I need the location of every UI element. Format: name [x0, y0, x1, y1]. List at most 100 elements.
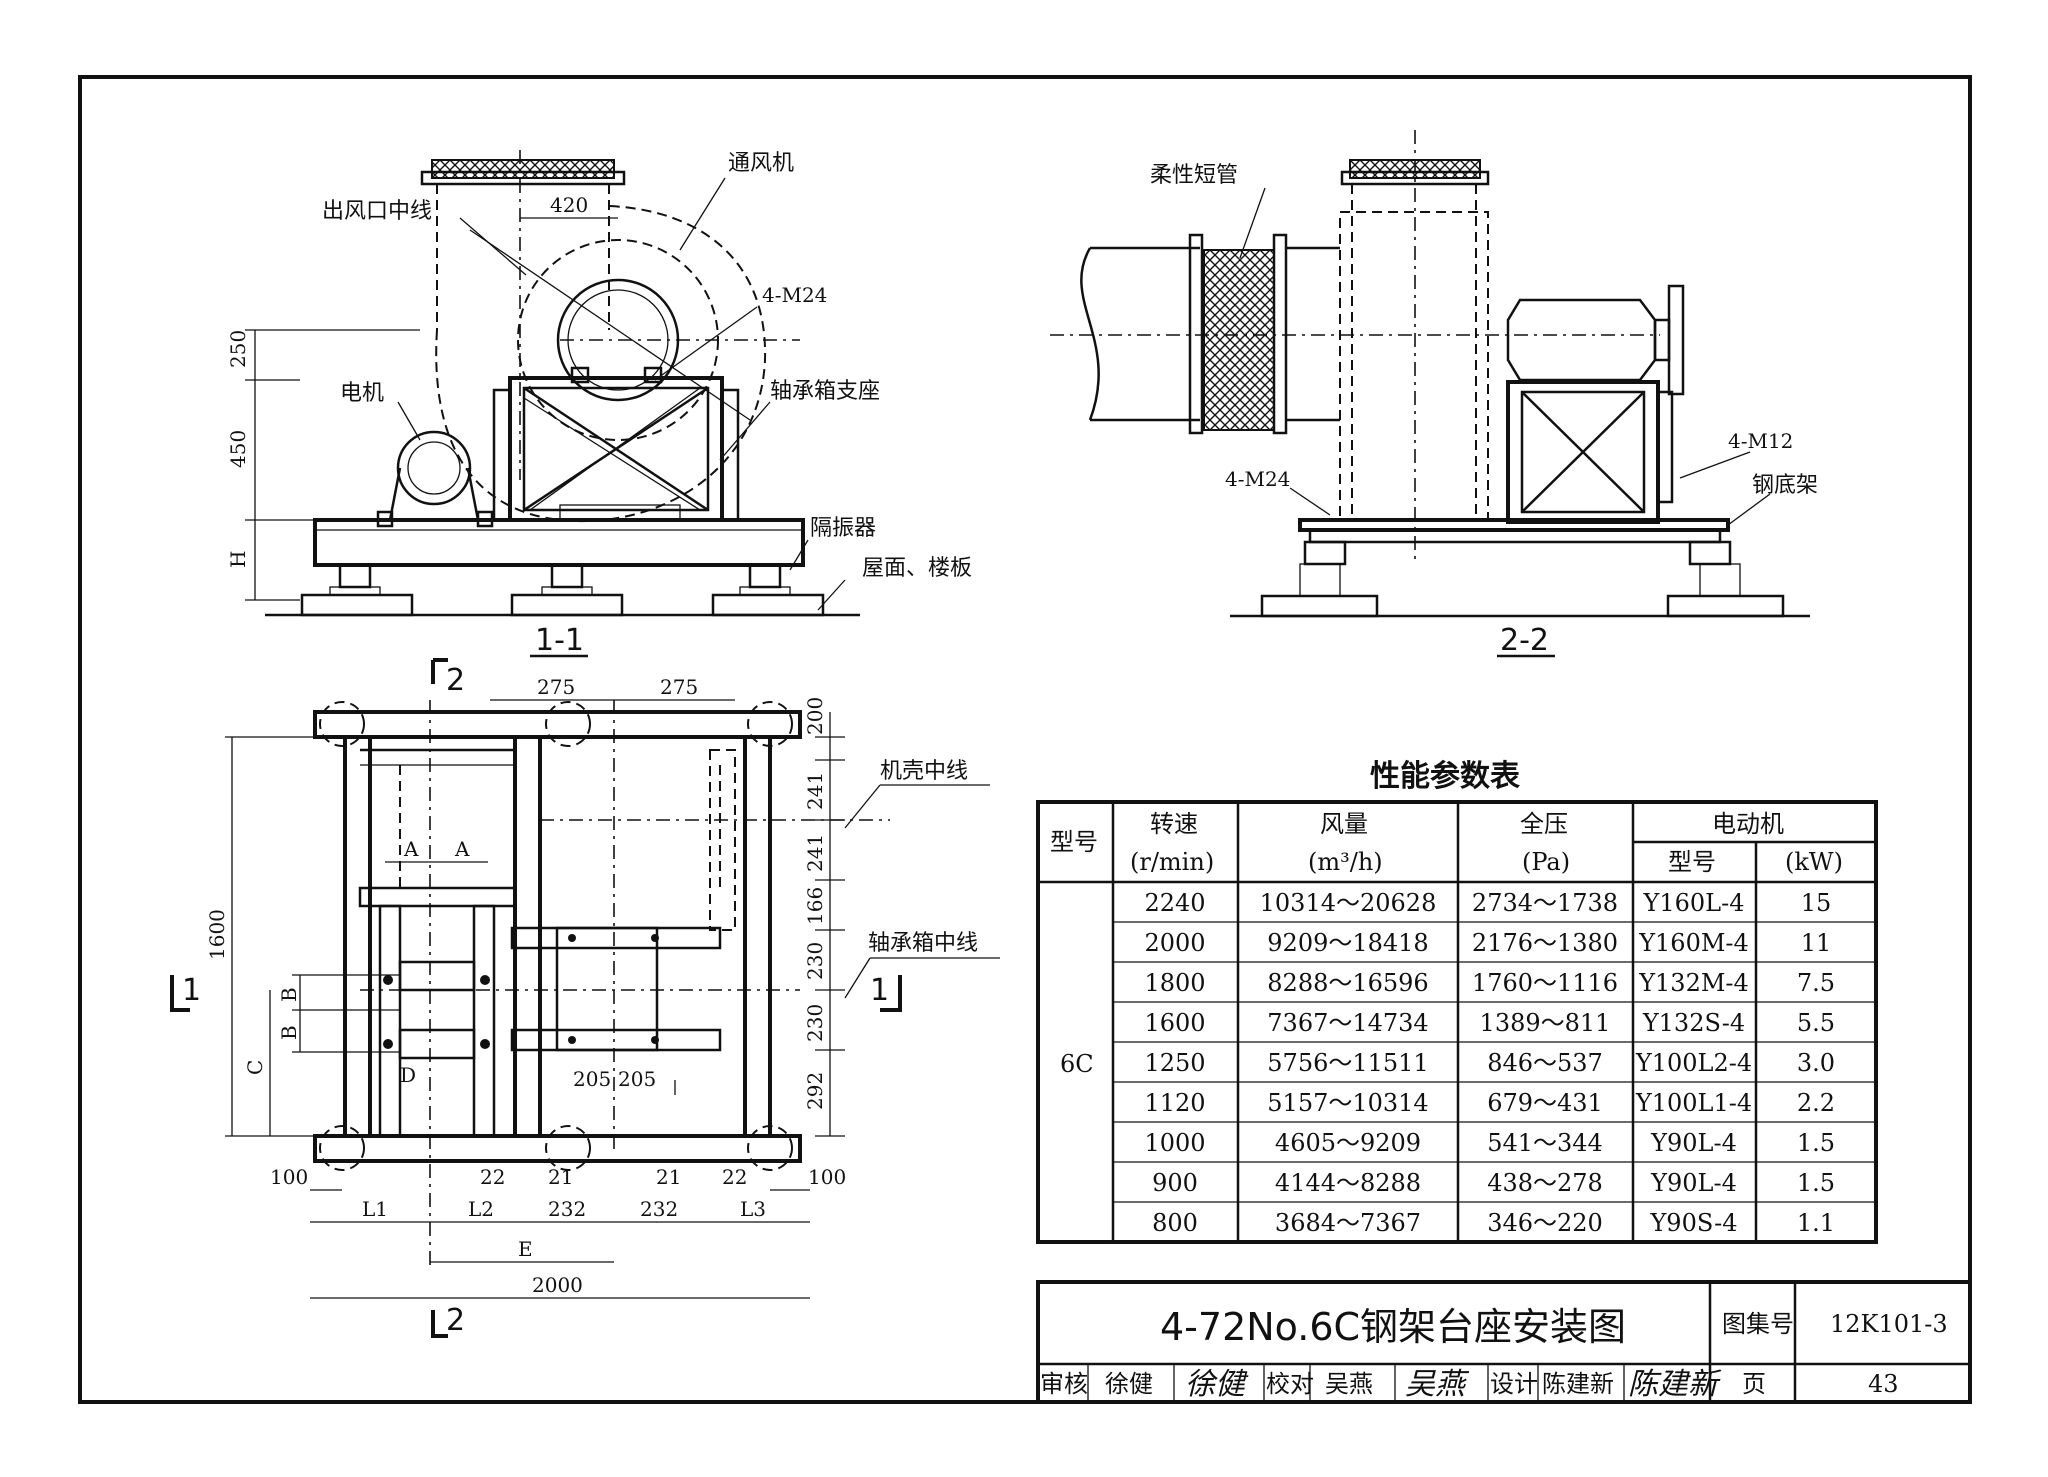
label-m12: 4-M12: [1728, 429, 1793, 453]
th-speed: 转速: [1150, 810, 1198, 838]
th-motor-power: (kW): [1785, 848, 1843, 876]
table-cell-kw: 15: [1801, 889, 1832, 917]
table-cell-kw: 11: [1801, 929, 1832, 957]
dim-241-a: 241: [803, 772, 827, 810]
dim-275-a: 275: [537, 675, 575, 699]
dim-21-a: 21: [548, 1165, 573, 1189]
table-cell-motor: Y90L-4: [1650, 1129, 1737, 1157]
table-cell-kw: 1.5: [1797, 1129, 1835, 1157]
table-cell-motor: Y90L-4: [1650, 1169, 1737, 1197]
dim-L3: L3: [740, 1197, 766, 1221]
check-label: 校对: [1266, 1370, 1314, 1398]
table-cell-motor: Y160M-4: [1638, 929, 1749, 957]
table-cell-flow: 8288～16596: [1267, 969, 1428, 997]
title-block: 4-72No.6C钢架台座安装图 图集号 12K101-3 审核 徐健 徐健 校…: [1036, 1280, 1972, 1404]
motor-2-2: [1506, 298, 1657, 382]
page-label: 页: [1742, 1370, 1766, 1398]
dim-100-a: 100: [270, 1165, 308, 1189]
dim-275-b: 275: [660, 675, 698, 699]
dim-205-a: 205: [573, 1067, 611, 1091]
isolators-1-1: [300, 563, 825, 617]
dim-E: E: [518, 1237, 533, 1261]
table-cell-kw: 1.5: [1797, 1169, 1835, 1197]
label-fan: 通风机: [728, 151, 794, 176]
design-label: 设计: [1490, 1370, 1538, 1398]
label-m24-a: 4-M24: [762, 283, 827, 307]
cut-2-bottom: 2: [446, 1303, 465, 1338]
th-flow: 风量: [1320, 810, 1368, 838]
cut-1-left: 1: [182, 973, 201, 1008]
label-roof-floor: 屋面、楼板: [862, 556, 972, 581]
label-steel-base: 钢底架: [1752, 473, 1818, 498]
plan-bottom-beam: [313, 1134, 802, 1163]
plan-view: 275 275 200 241 241 166 230 230 292 1600…: [170, 658, 1000, 1338]
dim-D: D: [400, 1063, 416, 1087]
table-cell-motor: Y100L1-4: [1635, 1089, 1752, 1117]
sheet-border: [78, 75, 1972, 1404]
flexible-duct: [1203, 249, 1275, 431]
dim-100-b: 100: [808, 1165, 846, 1189]
table-cell-flow: 4605～9209: [1275, 1129, 1421, 1157]
designer-name: 陈建新: [1542, 1370, 1614, 1398]
table-cell-motor: Y100L2-4: [1635, 1049, 1752, 1077]
dim-A2: A: [454, 837, 470, 861]
isolator-positions: [319, 701, 793, 1171]
view-1-1: 通风机 出风口中线 4-M24 电机 轴承箱支座 隔振器 屋面、楼板 420 2…: [226, 150, 972, 658]
section-label-2-2: 2-2: [1500, 623, 1549, 658]
dim-230-b: 230: [803, 1004, 827, 1042]
review-label: 审核: [1040, 1370, 1088, 1398]
table-cell-kw: 5.5: [1797, 1009, 1835, 1037]
table-cell-pressure: 846～537: [1487, 1049, 1603, 1077]
atlas-number: 12K101-3: [1830, 1310, 1948, 1338]
table-cell-flow: 3684～7367: [1275, 1209, 1421, 1237]
designer-signature: 陈建新: [1628, 1367, 1722, 1402]
th-flow-unit: (m³/h): [1308, 848, 1383, 876]
dim-205-b: 205: [618, 1067, 656, 1091]
reviewer-name: 徐健: [1105, 1370, 1153, 1398]
dim-232-a: 232: [548, 1197, 586, 1221]
table-cell-kw: 7.5: [1797, 969, 1835, 997]
checker-signature: 吴燕: [1405, 1367, 1470, 1402]
checker-name: 吴燕: [1325, 1370, 1373, 1398]
performance-table: 性能参数表 型号 转速 (r/min) 风量 (m³/h) 全压 (Pa) 电动…: [1036, 759, 1878, 1244]
label-m24-b: 4-M24: [1225, 467, 1290, 491]
dim-A1: A: [403, 837, 419, 861]
table-cell-flow: 9209～18418: [1267, 929, 1428, 957]
reviewer-signature: 徐健: [1185, 1367, 1249, 1402]
dim-L2: L2: [468, 1197, 494, 1221]
table-cell-speed: 1600: [1144, 1009, 1205, 1037]
th-pressure-unit: (Pa): [1522, 848, 1570, 876]
dim-1600: 1600: [205, 909, 229, 960]
section-label-1-1: 1-1: [535, 623, 584, 658]
table-cell-pressure: 2734～1738: [1472, 889, 1618, 917]
th-model: 型号: [1050, 828, 1098, 856]
table-cell-kw: 3.0: [1797, 1049, 1835, 1077]
dim-250: 250: [226, 330, 250, 368]
table-cell-flow: 7367～14734: [1267, 1009, 1428, 1037]
dim-C: C: [243, 1060, 267, 1075]
table-cell-flow: 5756～11511: [1267, 1049, 1428, 1077]
cut-1-right: 1: [870, 973, 889, 1008]
label-motor: 电机: [340, 381, 384, 406]
table-cell-motor: Y132M-4: [1638, 969, 1749, 997]
table-cell-speed: 1800: [1144, 969, 1205, 997]
table-cell-speed: 2000: [1144, 929, 1205, 957]
th-motor-model: 型号: [1668, 848, 1716, 876]
dim-L1: L1: [362, 1197, 388, 1221]
label-bearing-support: 轴承箱支座: [770, 379, 880, 404]
table-cell-pressure: 1760～1116: [1472, 969, 1618, 997]
label-flex-duct: 柔性短管: [1150, 163, 1238, 188]
table-title: 性能参数表: [1370, 759, 1520, 794]
dim-420: 420: [550, 193, 588, 217]
table-cell-kw: 2.2: [1797, 1089, 1835, 1117]
dim-230-a: 230: [803, 942, 827, 980]
dim-2000: 2000: [532, 1273, 583, 1297]
plan-top-beam: [313, 710, 802, 739]
dim-21-b: 21: [656, 1165, 681, 1189]
label-outlet-centerline: 出风口中线: [322, 199, 432, 224]
dim-450: 450: [226, 430, 250, 468]
view-2-2: 柔性短管 4-M24 4-M12 钢底架 2-2: [1050, 130, 1818, 658]
table-cell-flow: 10314～20628: [1260, 889, 1437, 917]
table-cell-pressure: 679～431: [1487, 1089, 1603, 1117]
